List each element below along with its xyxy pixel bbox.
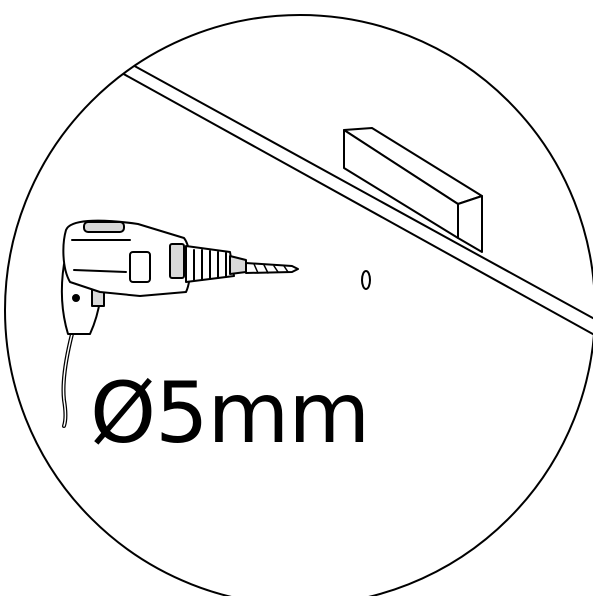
- drill-bit: [245, 262, 299, 274]
- panel-bottom-edge: [119, 71, 593, 339]
- panel-group: [119, 57, 593, 339]
- drill-bit-size-label: Ø5mm: [90, 364, 369, 462]
- wood-block: [343, 127, 483, 253]
- panel-top-edge: [119, 57, 593, 323]
- detail-circle: [4, 14, 593, 596]
- drill-hole-icon: [361, 270, 371, 290]
- power-drill-icon: [60, 219, 299, 428]
